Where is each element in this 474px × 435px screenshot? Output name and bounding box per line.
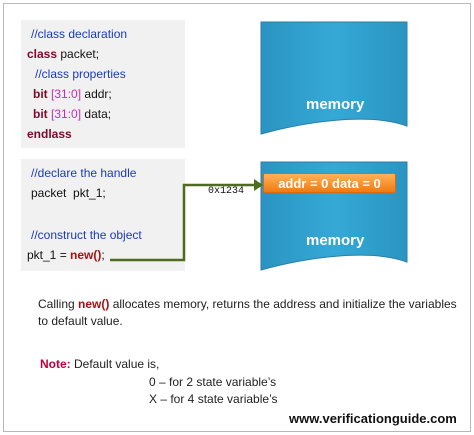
keyword-class: class — [27, 47, 58, 61]
new-call: new() — [70, 248, 102, 262]
construct-line: pkt_1 = new(); — [27, 245, 105, 265]
class-line: class packet; — [27, 44, 99, 64]
addr-var: addr; — [84, 87, 112, 101]
keyword-bit: bit — [33, 87, 48, 101]
handle-declaration: packet pkt_1; — [31, 186, 106, 200]
assign-lhs: pkt_1 = — [27, 248, 71, 262]
note-line: Note: Default value is, — [40, 357, 159, 371]
desc-rest: allocates memory, returns the address an… — [38, 297, 457, 328]
memory-shapes — [110, 21, 408, 271]
pointer-arrow-line — [110, 183, 254, 262]
description-text: Calling new() allocates memory, returns … — [38, 296, 458, 330]
desc-prefix: Calling — [38, 297, 79, 311]
note-2-state: 0 – for 2 state variable’s — [149, 375, 277, 389]
memory-label-top: memory — [306, 96, 365, 113]
semicolon: ; — [101, 248, 105, 262]
comment-declare-handle: //declare the handle — [31, 166, 137, 180]
keyword-endclass: endlass — [27, 127, 72, 141]
comment-class-declaration: //class declaration — [31, 27, 128, 41]
pointer-arrow-head — [254, 179, 263, 191]
comment-class-properties: //class properties — [35, 67, 126, 81]
bit-range: [31:0] — [51, 107, 82, 121]
addr-property-line: bit [31:0] addr; — [33, 84, 112, 104]
footer-url: www.verificationguide.com — [289, 411, 457, 426]
desc-new-call: new() — [78, 297, 110, 311]
bit-range: [31:0] — [51, 87, 82, 101]
note-label: Note: — [40, 357, 71, 371]
memory-label-bottom: memory — [306, 232, 365, 249]
data-var: data; — [84, 107, 112, 121]
class-declaration-code: //class declaration class packet; //clas… — [21, 20, 185, 148]
address-label: 0x1234 — [208, 186, 245, 197]
keyword-bit: bit — [33, 107, 48, 121]
comment-construct-object: //construct the object — [31, 228, 142, 242]
data-property-line: bit [31:0] data; — [33, 104, 111, 124]
diagram-frame: //class declaration class packet; //clas… — [3, 3, 471, 432]
note-text: Default value is, — [70, 357, 160, 371]
class-name: packet; — [60, 47, 100, 61]
allocated-object-bar: addr = 0 data = 0 — [263, 173, 396, 193]
handle-construct-code: //declare the handle packet pkt_1; //con… — [21, 159, 185, 271]
memory-block-top — [260, 21, 408, 135]
note-4-state: X – for 4 state variable’s — [149, 392, 278, 406]
